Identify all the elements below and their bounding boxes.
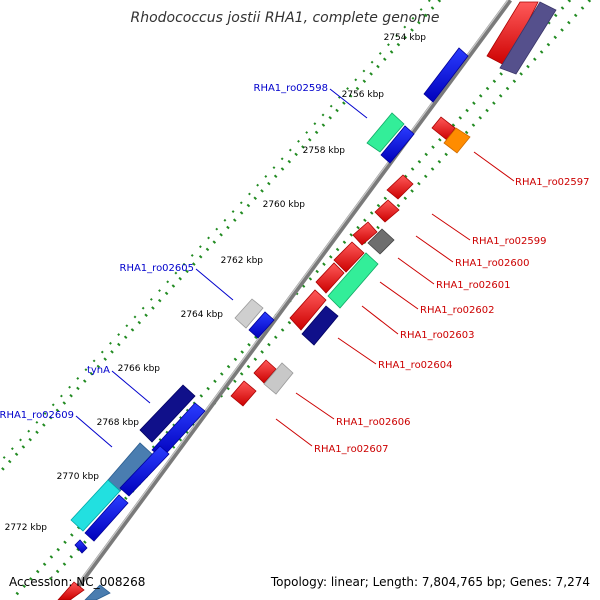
callout-line (329, 88, 368, 119)
callout-line (295, 392, 335, 420)
gene-ro02607 (230, 380, 257, 407)
callout-line (415, 235, 454, 263)
gene-ro02602-green (327, 252, 379, 309)
tick-label: 2768 kbp (97, 418, 140, 428)
gene-ro02598-green (366, 112, 405, 153)
gene-ro02604-navy (301, 305, 339, 346)
gene-label-ro02606[interactable]: RHA1_ro02606 (336, 417, 411, 428)
callout-line (397, 257, 435, 285)
genome-axis-line (65, 0, 513, 600)
gene-ro02609-blue (119, 445, 170, 497)
gene-forward-bottom (84, 584, 111, 600)
gene-label-ro02597[interactable]: RHA1_ro02597 (515, 177, 590, 188)
callout-line (195, 268, 234, 301)
gene-forward-top (423, 47, 469, 103)
tick-label: 2756 kbp (342, 90, 385, 100)
gene-label-ro02604[interactable]: RHA1_ro02604 (378, 360, 453, 371)
tick-label: 2766 kbp (118, 364, 161, 374)
tick-label: 2758 kbp (303, 146, 346, 156)
gene-ro02604-red (289, 289, 327, 331)
callout-line (75, 415, 113, 448)
gene-reverse-top-1 (486, 1, 539, 67)
gene-label-ro02607[interactable]: RHA1_ro02607 (314, 444, 389, 455)
genome-stats-text: Topology: linear; Length: 7,804,765 bp; … (270, 575, 590, 589)
accession-text: Accession: NC_008268 (9, 575, 145, 589)
gene-label-tyna[interactable]: tynA (87, 365, 110, 376)
callout-line (337, 337, 377, 365)
callout-line (275, 418, 313, 447)
callout-line (431, 213, 471, 241)
tick-dots-left (0, 0, 442, 474)
callout-line (361, 305, 399, 335)
gene-ro02602-red (333, 241, 365, 273)
map-title: Rhodococcus jostii RHA1, complete genome (130, 10, 439, 26)
callout-line (379, 281, 419, 310)
tick-label: 2754 kbp (384, 33, 427, 43)
tick-label: 2770 kbp (57, 472, 100, 482)
gene-label-ro02601[interactable]: RHA1_ro02601 (436, 280, 511, 291)
tick-label: 2772 kbp (5, 523, 48, 533)
gene-forward-blue-low (84, 494, 129, 542)
gene-ro02599 (386, 174, 414, 200)
gene-forward-small (74, 539, 88, 554)
gene-ro02606-grey (263, 362, 294, 395)
gene-label-ro02600[interactable]: RHA1_ro02600 (455, 258, 530, 269)
callout-line (111, 370, 151, 404)
gene-label-ro02598[interactable]: RHA1_ro02598 (254, 83, 329, 94)
gene-ro02601-grey (367, 228, 395, 255)
tick-label: 2760 kbp (263, 200, 306, 210)
gene-ro02600 (374, 199, 400, 223)
gene-ro02605-blue (248, 311, 275, 339)
gene-ro02605-grey (234, 298, 264, 329)
tick-label: 2762 kbp (221, 256, 264, 266)
gene-ro02597-orange (443, 127, 471, 154)
tick-label: 2764 kbp (181, 310, 224, 320)
gene-label-ro02603[interactable]: RHA1_ro02603 (400, 330, 475, 341)
gene-tyna-navy (139, 384, 196, 443)
gene-label-ro02599[interactable]: RHA1_ro02599 (472, 236, 547, 247)
gene-ro02597-body (431, 116, 456, 141)
gene-ro02598-blue (380, 125, 415, 164)
gene-reverse-bottom (57, 581, 85, 600)
gene-label-ro02602[interactable]: RHA1_ro02602 (420, 305, 495, 316)
gene-label-ro02609[interactable]: RHA1_ro02609 (0, 410, 74, 421)
gene-label-ro02605[interactable]: RHA1_ro02605 (120, 263, 195, 274)
gene-reverse-top-2 (499, 1, 557, 75)
gene-ro02603-red (315, 262, 345, 294)
gene-ro02606-red (253, 359, 277, 384)
callout-line (473, 151, 515, 182)
gene-ro02601-red (352, 221, 378, 246)
gene-cyan (70, 479, 121, 532)
